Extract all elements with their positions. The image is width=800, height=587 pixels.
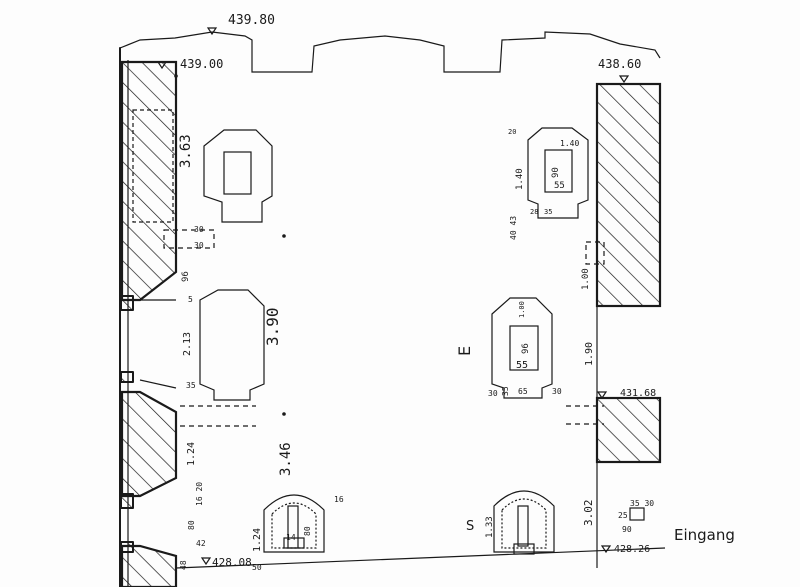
dim-upper-r-90: 90 bbox=[551, 167, 561, 178]
dim-mid-r-35: 35 bbox=[501, 386, 510, 396]
left-lower-niche bbox=[263, 494, 325, 553]
dim-small-25: 25 bbox=[618, 511, 628, 520]
elev-marker-right-mid bbox=[596, 391, 608, 400]
dim-niche-left-16: 16 bbox=[334, 495, 344, 504]
right-wall-mass-1 bbox=[595, 82, 662, 308]
left-niche-base bbox=[283, 537, 305, 549]
dim-right-mid-height: 1.90 bbox=[584, 342, 595, 366]
dim-upper-r-28: 28 bbox=[530, 208, 538, 216]
elev-right-top-label: 438.60 bbox=[598, 57, 641, 71]
dim-niche-r-1-33: 1.33 bbox=[485, 516, 495, 538]
elev-bottom-left-label: 428.08 bbox=[212, 556, 252, 569]
left-step-2 bbox=[139, 379, 177, 389]
dim-small-35-30: 35 30 bbox=[630, 499, 654, 508]
right-lower-niche bbox=[493, 490, 555, 553]
dim-left-30b: 30 bbox=[194, 241, 204, 250]
dim-left-1-24: 1.24 bbox=[186, 442, 197, 466]
left-opening-1 bbox=[163, 229, 215, 249]
dim-niche-left-14: 14 bbox=[286, 533, 296, 542]
dim-left-30: 30 bbox=[194, 225, 204, 234]
dim-left-96: 96 bbox=[181, 271, 191, 282]
left-post-4 bbox=[120, 541, 134, 553]
elev-right-mid-label: 431.68 bbox=[620, 388, 656, 399]
right-niche-post bbox=[517, 505, 529, 547]
elev-marker-bottom-right bbox=[600, 545, 612, 554]
entrance-small-box bbox=[629, 507, 645, 521]
elev-bottom-right-label: 428.26 bbox=[614, 544, 650, 555]
left-post-1 bbox=[120, 295, 134, 311]
center-dot-1 bbox=[282, 234, 286, 238]
dim-left-80: 80 bbox=[187, 520, 196, 530]
dim-right-upper-width: 1.00 bbox=[518, 301, 526, 318]
elev-marker-top bbox=[206, 27, 218, 36]
right-opening-1 bbox=[585, 241, 605, 265]
dim-left-42: 42 bbox=[196, 539, 206, 548]
dim-mid-r-30b: 30 bbox=[552, 387, 562, 396]
dim-left-2-13: 2.13 bbox=[182, 332, 193, 356]
left-wall-mass-2 bbox=[120, 390, 178, 498]
dim-upper-r-55: 55 bbox=[554, 181, 565, 191]
left-wall-recess-1 bbox=[132, 109, 174, 223]
right-wall-mass-2 bbox=[595, 396, 662, 464]
right-upper-shaft-core bbox=[544, 149, 573, 193]
dim-upper-r-1-40: 1.40 bbox=[560, 139, 579, 148]
dim-left-48: 48 bbox=[179, 560, 188, 570]
right-mid-shaft-core bbox=[509, 325, 539, 371]
dim-small-90: 90 bbox=[622, 525, 632, 534]
left-wall-mass-3 bbox=[120, 544, 178, 587]
right-upper-shaft bbox=[527, 127, 589, 219]
left-lower-niche-inner bbox=[271, 502, 317, 549]
dim-niche-left-80: 80 bbox=[303, 526, 312, 536]
right-mid-shaft bbox=[491, 297, 553, 399]
elev-marker-left-top bbox=[156, 61, 168, 70]
elev-left-top-label: 439.00 bbox=[180, 57, 223, 71]
dim-left-upper-height: 3.63 bbox=[178, 134, 194, 168]
dim-left-mid-height: 3.90 bbox=[263, 307, 282, 346]
dim-upper-r-20: 20 bbox=[508, 128, 516, 136]
dim-niche-r-s: S bbox=[466, 519, 474, 534]
left-wall-mass-1 bbox=[120, 60, 178, 302]
dim-mid-r-65: 65 bbox=[518, 387, 528, 396]
dim-left-5: 5 bbox=[188, 295, 193, 304]
center-dot-2 bbox=[282, 412, 286, 416]
dim-upper-r-35: 35 bbox=[544, 208, 552, 216]
dim-mid-r-55: 55 bbox=[516, 360, 528, 371]
dim-upper-r-1-40b: 1.40 bbox=[515, 168, 525, 190]
elev-top-label: 439.80 bbox=[228, 13, 275, 28]
dim-right-lower-height: 3.02 bbox=[582, 500, 595, 527]
right-niche-base bbox=[513, 543, 535, 555]
left-upper-shaft-core bbox=[223, 151, 252, 195]
elev-marker-bottom-left bbox=[200, 557, 212, 566]
dim-mid-r-96: 96 bbox=[521, 343, 531, 354]
dim-left-lower-height: 3.46 bbox=[278, 442, 294, 476]
right-lower-niche-inner bbox=[501, 498, 547, 549]
dim-left-1-24b: 1.24 bbox=[252, 528, 263, 552]
ground-line bbox=[175, 547, 666, 569]
left-mid-shaft bbox=[199, 289, 265, 401]
dim-mid-r-1-00: 1.00 bbox=[581, 268, 591, 290]
dim-left-50: 50 bbox=[252, 563, 262, 572]
elev-marker-right-top bbox=[618, 75, 630, 84]
entrance-label: Eingang bbox=[674, 526, 735, 544]
left-post-2 bbox=[120, 371, 134, 383]
left-post-3 bbox=[120, 493, 134, 509]
top-crown-outline bbox=[119, 31, 661, 73]
center-dot-3 bbox=[174, 74, 178, 78]
dim-upper-r-40-43: 40 43 bbox=[509, 216, 518, 240]
dim-left-35: 35 bbox=[186, 381, 196, 390]
dim-left-16-20: 16 20 bbox=[195, 482, 204, 506]
left-upper-shaft bbox=[203, 129, 273, 223]
dim-mid-r-30: 30 bbox=[488, 389, 498, 398]
center-mark-label: E bbox=[455, 346, 474, 356]
